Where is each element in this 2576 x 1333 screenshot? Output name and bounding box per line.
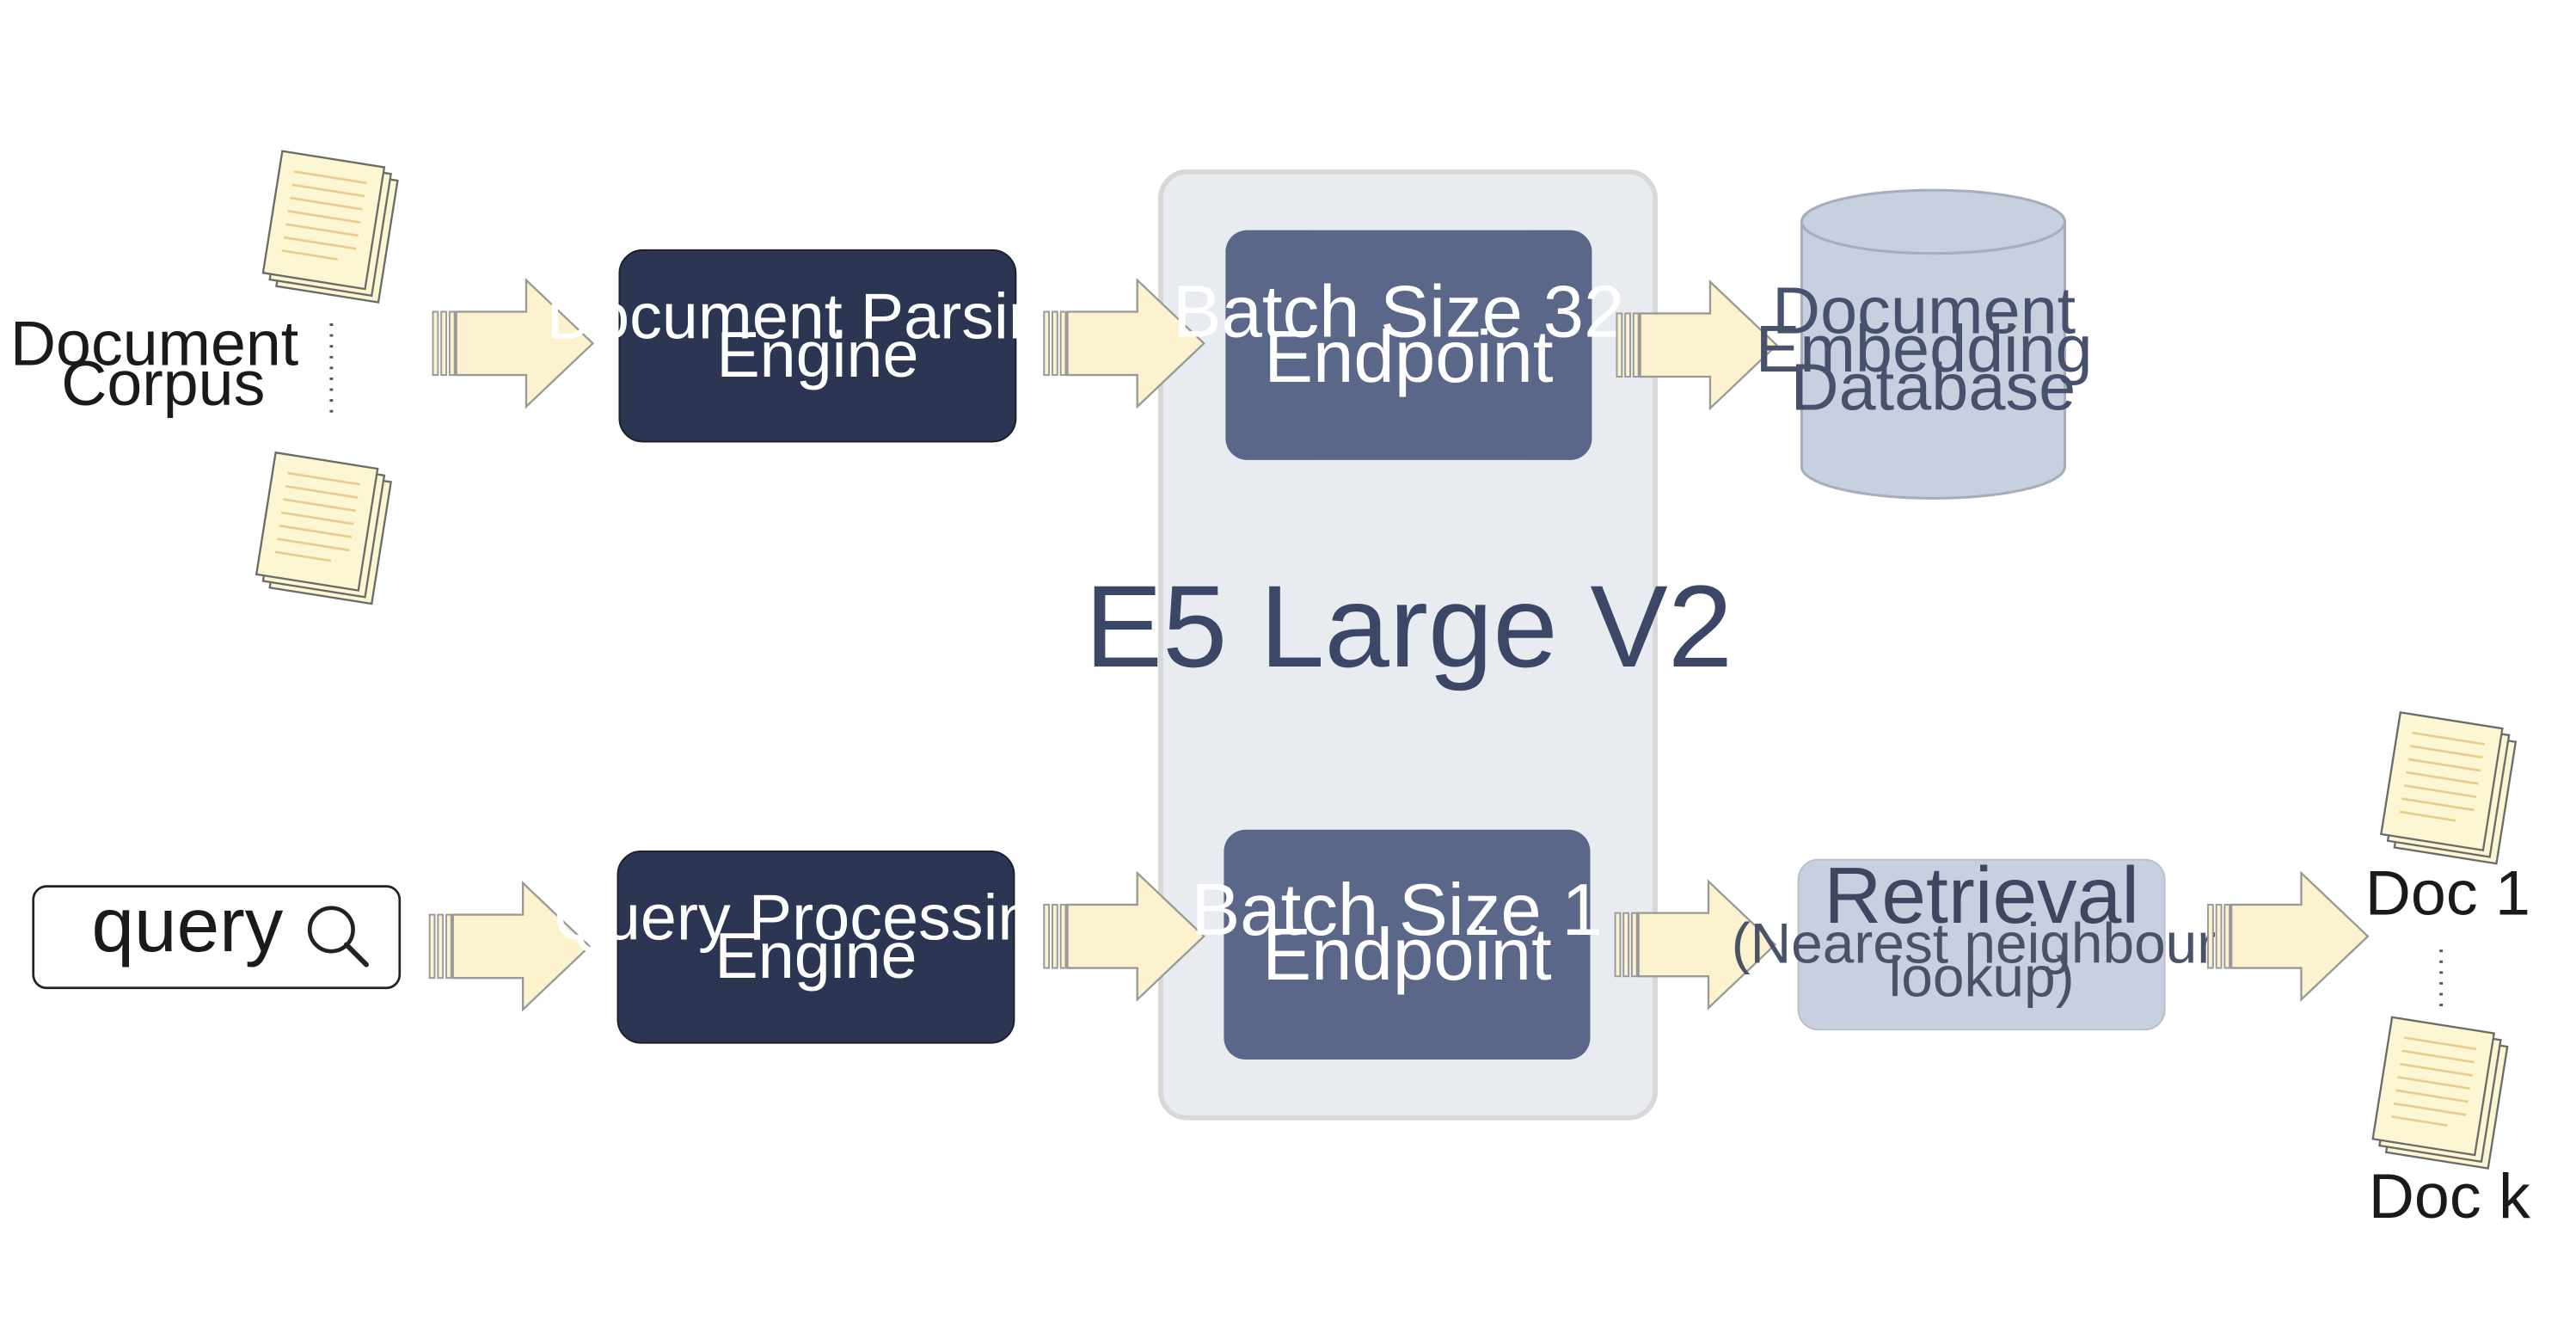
query-text: query	[92, 882, 284, 968]
retrieval-title: Retrieval	[1824, 851, 2139, 940]
corpus-bottom-document-icon	[255, 451, 393, 605]
query-processing-engine	[616, 850, 1015, 1044]
retrieval-subtitle: (Nearest neighbour lookup)	[1732, 912, 2232, 1009]
database-cylinder-icon	[1800, 188, 2066, 500]
result-first-label: Doc 1	[2365, 857, 2530, 929]
result-first-document-icon	[2379, 711, 2518, 865]
retrieval-to-results-arrow	[2206, 871, 2370, 1001]
result-last-label: Doc k	[2369, 1160, 2530, 1232]
batch1-endpoint-label: Batch Size 1 Endpoint	[1191, 869, 1622, 996]
corpus-top-document-icon	[261, 150, 399, 304]
batch32-endpoint-label: Batch Size 32 Endpoint	[1173, 272, 1645, 398]
search-icon[interactable]	[307, 906, 369, 968]
corpus-label: Document Corpus	[10, 307, 316, 418]
embedding-database-label: Document Embedding Database	[1756, 274, 2111, 425]
document-parsing-engine-label: Document Parsing Engine	[547, 280, 1099, 391]
document-parsing-engine	[618, 249, 1017, 443]
result-last-document-icon	[2371, 1016, 2509, 1170]
query-input[interactable]	[32, 885, 402, 990]
batch32-endpoint	[1225, 230, 1592, 460]
model-name-label: E5 Large V2	[1085, 561, 1733, 691]
retrieval-box	[1797, 858, 2166, 1031]
query-processing-engine-label: Query Processing Engine	[554, 882, 1088, 993]
batch1-endpoint	[1224, 829, 1591, 1060]
